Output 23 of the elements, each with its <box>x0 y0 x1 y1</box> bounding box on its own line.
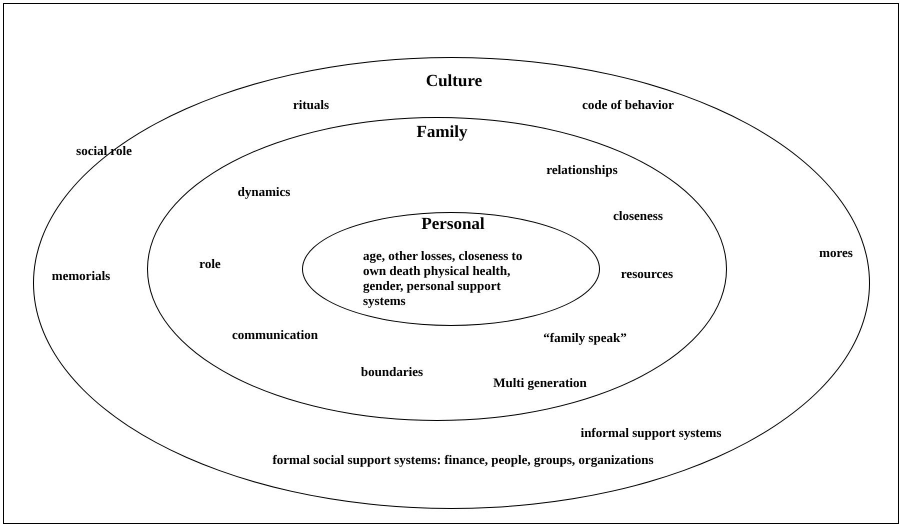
middle-ellipse <box>147 117 727 421</box>
factor-label: mores <box>819 245 853 261</box>
region-heading: Personal <box>421 214 485 234</box>
factor-label: code of behavior <box>582 97 674 113</box>
factor-label: memorials <box>52 268 110 284</box>
outer-ellipse <box>33 57 870 509</box>
factor-label: resources <box>620 266 674 282</box>
region-heading: Culture <box>426 71 482 91</box>
factor-label: communication <box>232 327 318 343</box>
factor-label: role <box>199 256 221 272</box>
factor-label: rituals <box>292 97 330 113</box>
factor-label: Multi generation <box>493 375 587 391</box>
factor-label: informal support systems <box>580 425 722 441</box>
region-heading: Family <box>416 122 468 142</box>
factor-label: closeness <box>613 208 663 224</box>
inner-ellipse <box>302 212 600 326</box>
description-text: age, other losses, closeness to own death physical health, gender, personal support systems <box>363 248 524 308</box>
factor-label: formal social support systems: finance, people, groups, organizations <box>272 452 654 468</box>
factor-label: social role <box>76 143 132 159</box>
factor-label: relationships <box>546 162 618 178</box>
factor-label: boundaries <box>360 364 424 380</box>
factor-label: “family speak” <box>543 330 627 346</box>
factor-label: dynamics <box>238 184 290 200</box>
